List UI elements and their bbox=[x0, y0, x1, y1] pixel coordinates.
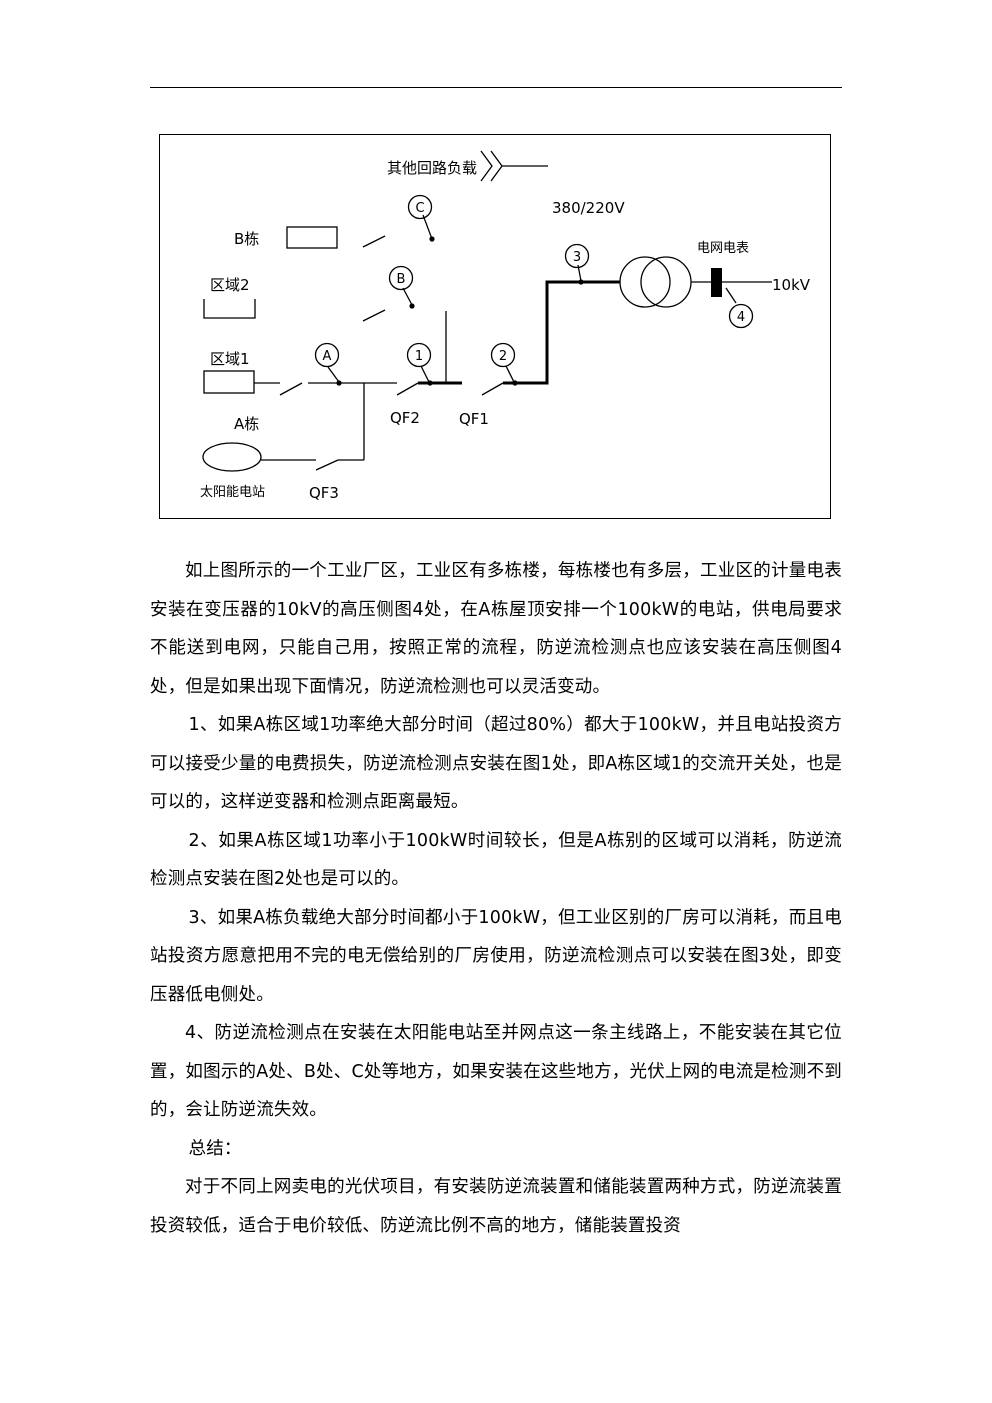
building-b-box bbox=[286, 226, 338, 249]
paragraph-item-1: 1、如果A栋区域1功率绝大部分时间（超过80%）都大于100kW，并且电站投资方… bbox=[150, 715, 842, 812]
transformer-coil-1 bbox=[619, 256, 671, 308]
dot-a bbox=[336, 380, 342, 386]
label-zone2: 区域2 bbox=[210, 276, 250, 294]
circuit-diagram: 其他回路负载 380/220V B栋 区域2 区域1 A栋 太阳能电站 电网电表… bbox=[159, 134, 831, 519]
label-qf1: QF1 bbox=[459, 410, 489, 428]
marker-4-label: 4 bbox=[737, 310, 745, 325]
label-solar-station: 太阳能电站 bbox=[200, 485, 265, 500]
paragraph-item-3: 3、如果A栋负载绝大部分时间都小于100kW，但工业区别的厂房可以消耗，而且电站… bbox=[150, 907, 842, 1005]
label-long-load: 其他回路负载 bbox=[387, 159, 477, 177]
label-qf3: QF3 bbox=[309, 484, 339, 502]
paragraph-item-4: 4、防逆流检测点在安装在太阳能电站至并网点这一条主线路上，不能安装在其它位置，如… bbox=[150, 1023, 842, 1120]
paragraph-item-2: 2、如果A栋区域1功率小于100kW时间较长，但是A栋别的区域可以消耗，防逆流检… bbox=[150, 830, 842, 890]
label-building-a: A栋 bbox=[234, 415, 259, 433]
solar-station-shape bbox=[202, 442, 262, 472]
marker-4 bbox=[728, 303, 754, 329]
dot-1 bbox=[427, 380, 433, 386]
leader-1 bbox=[420, 365, 430, 383]
leader-b bbox=[402, 287, 413, 306]
marker-3-label: 3 bbox=[573, 250, 581, 265]
paragraph-intro: 如上图所示的一个工业厂区，工业区有多栋楼，每栋楼也有多层，工业区的计量电表安装在… bbox=[150, 561, 842, 697]
marker-b-label: B bbox=[397, 272, 406, 287]
marker-2 bbox=[490, 342, 516, 368]
switch-qf3 bbox=[315, 459, 339, 471]
paragraph-summary: 对于不同上网卖电的光伏项目，有安装防逆流装置和储能装置两种方式，防逆流装置投资较… bbox=[150, 1177, 842, 1236]
switch-qf2 bbox=[396, 382, 419, 396]
load-arrow-1 bbox=[480, 150, 493, 182]
meter-block bbox=[711, 268, 722, 297]
leader-a bbox=[327, 366, 340, 383]
marker-1 bbox=[406, 342, 432, 368]
leader-4 bbox=[725, 287, 737, 304]
leader-c bbox=[422, 214, 433, 240]
leader-2 bbox=[505, 365, 515, 383]
circuit-diagram-svg: 其他回路负载 380/220V B栋 区域2 区域1 A栋 太阳能电站 电网电表… bbox=[200, 150, 811, 502]
marker-c bbox=[407, 194, 433, 220]
label-building-b: B栋 bbox=[234, 230, 259, 248]
marker-3 bbox=[564, 243, 590, 269]
label-meter: 电网电表 bbox=[697, 241, 749, 256]
switch-qf1 bbox=[481, 382, 504, 396]
dot-c bbox=[429, 236, 435, 242]
marker-1-label: 1 bbox=[415, 349, 423, 364]
marker-2-label: 2 bbox=[499, 349, 507, 364]
switch-b-building bbox=[362, 235, 386, 248]
label-zone1: 区域1 bbox=[210, 350, 250, 368]
label-voltage-high: 10kV bbox=[772, 276, 811, 294]
marker-b bbox=[388, 265, 414, 291]
switch-zone1 bbox=[279, 382, 303, 396]
switch-b bbox=[362, 309, 386, 322]
dot-2 bbox=[512, 380, 518, 386]
zone1-box bbox=[203, 370, 255, 394]
marker-c-label: C bbox=[415, 201, 424, 216]
transformer-coil-2 bbox=[640, 256, 692, 308]
zone2-bracket bbox=[203, 299, 256, 319]
label-voltage-low: 380/220V bbox=[552, 199, 625, 217]
label-qf2: QF2 bbox=[390, 409, 420, 427]
marker-a bbox=[314, 342, 340, 368]
main-line bbox=[503, 280, 620, 385]
dot-b bbox=[409, 303, 415, 309]
header-rule bbox=[150, 87, 842, 88]
dot-3 bbox=[578, 279, 584, 285]
article-body: 如上图所示的一个工业厂区，工业区有多栋楼，每栋楼也有多层，工业区的计量电表安装在… bbox=[150, 552, 842, 1245]
marker-a-label: A bbox=[323, 349, 332, 364]
summary-heading: 总结： bbox=[188, 1138, 242, 1159]
